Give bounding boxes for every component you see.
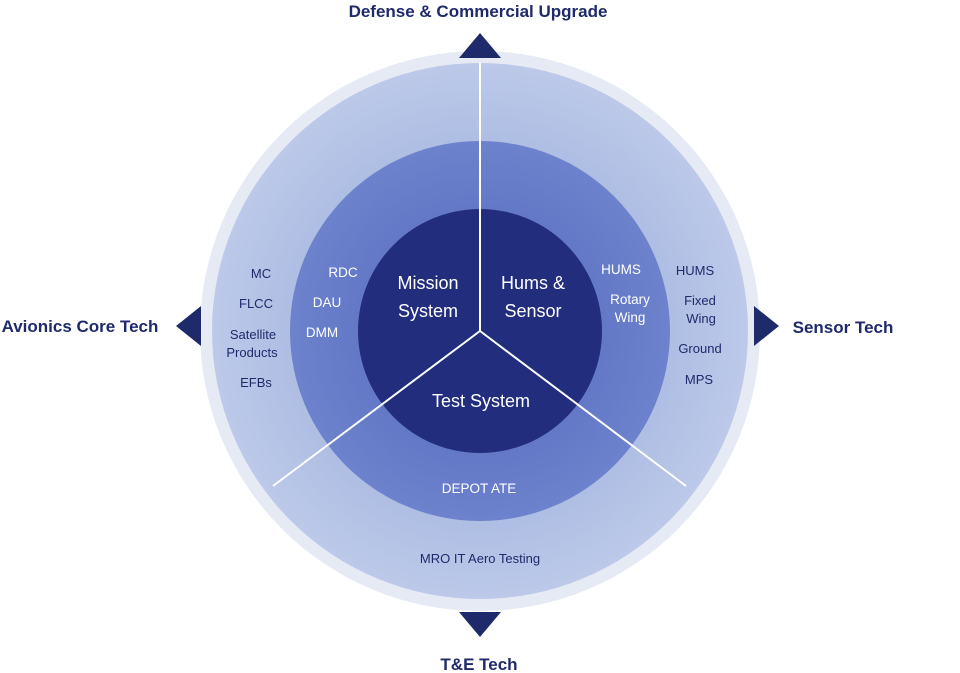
direction-label-top: Defense & Commercial Upgrade — [349, 2, 608, 21]
outer-left-efbs: EFBs — [240, 375, 272, 390]
outer-right-ground: Ground — [678, 341, 721, 356]
outer-left-satellite-line2: Products — [226, 345, 278, 360]
outer-right-fixed-line2: Wing — [686, 311, 716, 326]
triangle-right-icon — [754, 306, 779, 346]
middle-right-rotary-line1: Rotary — [610, 292, 650, 307]
middle-right-hums: HUMS — [601, 262, 641, 277]
divider-left — [272, 330, 481, 487]
outer-right-fixed-line1: Fixed — [684, 293, 716, 308]
core-mission-line2: System — [398, 301, 458, 321]
outer-left-mc: MC — [251, 266, 271, 281]
outer-right-hums: HUMS — [676, 263, 715, 278]
core-mission-line1: Mission — [397, 273, 458, 293]
core-test-system: Test System — [432, 391, 530, 411]
outer-right-mps: MPS — [685, 372, 714, 387]
divider-right — [479, 330, 687, 487]
middle-left-item-2: DMM — [306, 325, 338, 340]
direction-label-right: Sensor Tech — [793, 318, 894, 337]
middle-left-item-1: DAU — [313, 295, 342, 310]
direction-label-bottom: T&E Tech — [440, 655, 517, 673]
triangle-left-icon — [176, 306, 201, 346]
outer-left-satellite-line1: Satellite — [230, 327, 276, 342]
triangle-down-icon — [459, 612, 501, 637]
core-hums-line2: Sensor — [504, 301, 561, 321]
middle-bottom-depot-ate: DEPOT ATE — [442, 481, 517, 496]
outer-bottom-mro: MRO IT Aero Testing — [420, 551, 540, 566]
outer-left-flcc: FLCC — [239, 296, 273, 311]
middle-right-rotary-line2: Wing — [615, 310, 646, 325]
middle-left-item-0: RDC — [328, 265, 357, 280]
core-hums-line1: Hums & — [501, 273, 565, 293]
triangle-up-icon — [459, 33, 501, 58]
direction-label-left: Avionics Core Tech — [2, 317, 159, 336]
